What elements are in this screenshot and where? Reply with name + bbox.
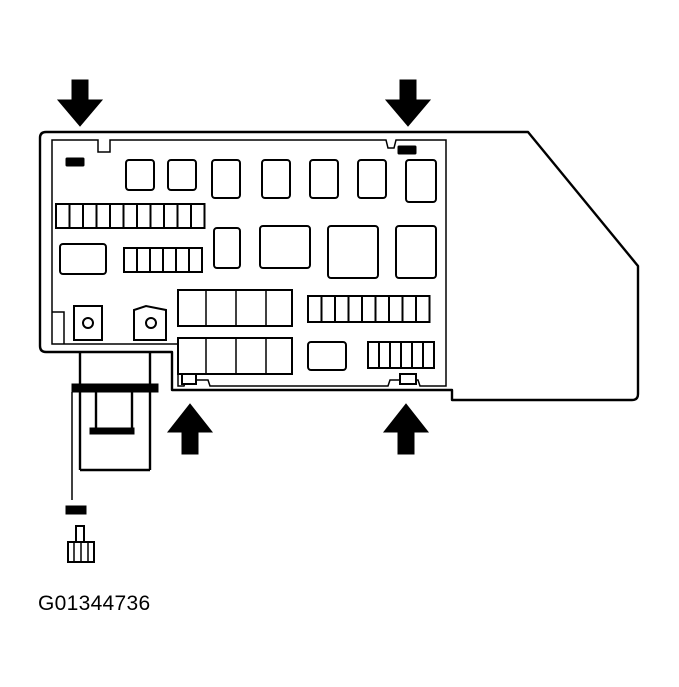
relay — [125, 159, 155, 191]
mounting-boss-right — [133, 304, 167, 341]
mini-fuse — [388, 295, 404, 323]
relay — [261, 159, 291, 199]
mini-fuse — [95, 203, 111, 229]
mini-fuse — [123, 247, 138, 273]
mini-fuse — [55, 203, 71, 229]
fuse-box-housing-outer — [38, 130, 640, 402]
fuse-strip — [55, 203, 206, 229]
mini-fuse — [378, 341, 391, 369]
mini-fuse — [149, 203, 165, 229]
relay — [59, 243, 107, 275]
maxi-fuse-block — [177, 289, 293, 327]
mini-fuse — [136, 247, 151, 273]
mini-fuse — [422, 341, 435, 369]
relay — [395, 225, 437, 279]
relay — [309, 159, 339, 199]
mini-fuse — [334, 295, 350, 323]
mini-fuse — [163, 203, 179, 229]
fuse-box-housing-inner — [51, 139, 447, 387]
clip-bottom-left — [181, 373, 197, 385]
relay — [307, 341, 347, 371]
housing-notch — [52, 311, 65, 344]
mini-fuse — [347, 295, 363, 323]
relay — [211, 159, 241, 199]
mini-fuse — [176, 203, 192, 229]
clip-top-right — [397, 145, 417, 155]
mini-fuse — [367, 341, 380, 369]
mini-fuse — [109, 203, 125, 229]
clip-top-left — [65, 157, 85, 167]
mini-fuse — [136, 203, 152, 229]
relay — [357, 159, 387, 199]
mounting-bracket — [71, 352, 159, 472]
relay — [213, 227, 241, 269]
mounting-boss-left — [73, 305, 103, 341]
fuse-strip — [367, 341, 435, 369]
mini-fuse — [82, 203, 98, 229]
clip-bottom-right — [399, 373, 417, 385]
figure-id-label: G01344736 — [38, 592, 151, 615]
fuse-strip — [123, 247, 203, 273]
mini-fuse — [149, 247, 164, 273]
maxi-fuse-block — [177, 337, 293, 375]
mini-fuse — [122, 203, 138, 229]
relay — [327, 225, 379, 279]
mini-fuse — [389, 341, 402, 369]
mini-fuse — [400, 341, 413, 369]
relay — [405, 159, 437, 203]
arrow-up-icon — [166, 403, 214, 455]
mini-fuse — [411, 341, 424, 369]
mini-fuse — [415, 295, 431, 323]
mini-fuse — [374, 295, 390, 323]
arrow-down-icon — [384, 79, 432, 127]
arrow-up-icon — [382, 403, 430, 455]
mini-fuse — [162, 247, 177, 273]
mini-fuse — [401, 295, 417, 323]
fuse-strip — [307, 295, 431, 323]
mini-fuse — [320, 295, 336, 323]
mini-fuse — [361, 295, 377, 323]
mini-fuse — [188, 247, 203, 273]
bolt-icon — [65, 505, 95, 563]
mini-fuse — [175, 247, 190, 273]
mini-fuse — [190, 203, 206, 229]
relay — [167, 159, 197, 191]
arrow-down-icon — [56, 79, 104, 127]
relay — [259, 225, 311, 269]
mini-fuse — [68, 203, 84, 229]
mini-fuse — [307, 295, 323, 323]
